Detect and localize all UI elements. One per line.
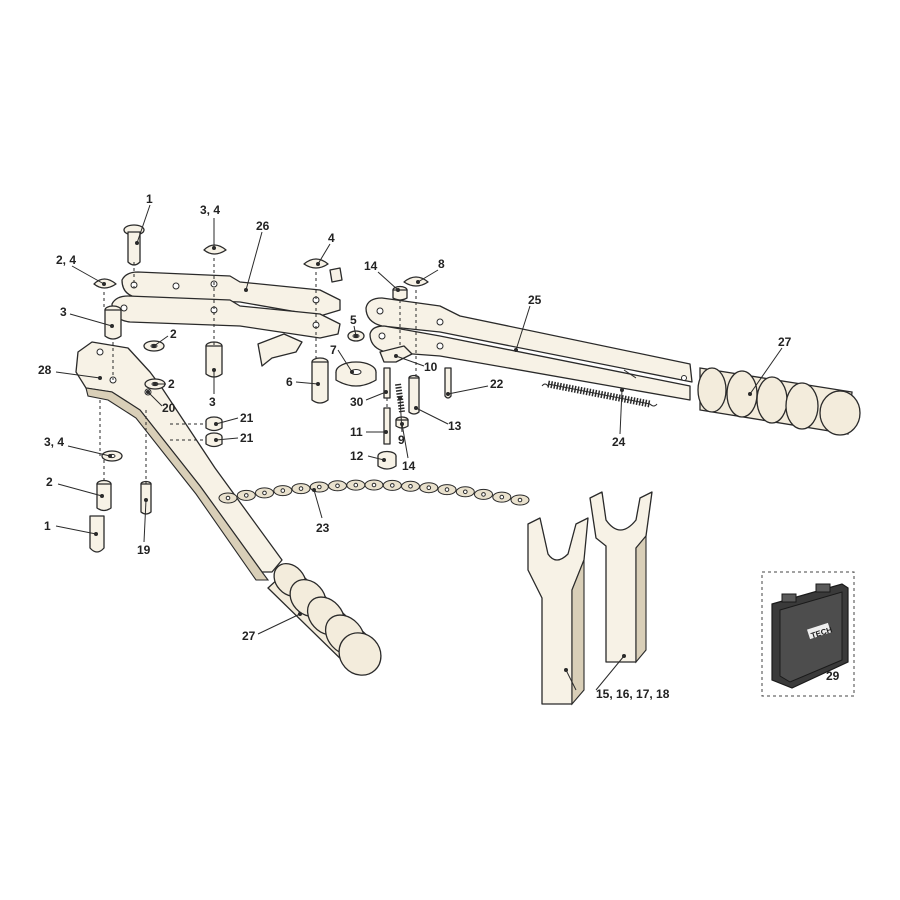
label-3-4-top: 3, 4 — [200, 203, 220, 217]
label-21-b: 21 — [240, 431, 254, 445]
chain-link-pin — [298, 486, 304, 491]
chain-link-pin — [463, 489, 468, 495]
pin-13 — [408, 374, 420, 415]
label-26: 26 — [256, 219, 270, 233]
label-9: 9 — [398, 433, 405, 447]
label-2-4-left: 2, 4 — [56, 253, 76, 267]
label-10: 10 — [424, 360, 438, 374]
label-30: 30 — [350, 395, 364, 409]
label-3-left: 3 — [60, 305, 67, 319]
label-21-a: 21 — [240, 411, 254, 425]
label-29: 29 — [826, 669, 840, 683]
callout-labels: 1 3, 4 26 4 14 8 2, 4 3 2 28 2 20 3 6 5 … — [38, 192, 840, 701]
label-22: 22 — [490, 377, 504, 391]
label-14-top: 14 — [364, 259, 378, 273]
pin-6 — [311, 357, 329, 404]
label-24: 24 — [612, 435, 626, 449]
label-3-4-left: 3, 4 — [44, 435, 64, 449]
chain-link-pin — [262, 490, 267, 496]
label-1-left: 1 — [44, 519, 51, 533]
label-7: 7 — [330, 343, 337, 357]
nut-12 — [377, 450, 397, 470]
chain-link-pin — [353, 482, 359, 488]
pin-22 — [444, 367, 452, 399]
label-2-b: 2 — [168, 377, 175, 391]
label-2-a: 2 — [170, 327, 177, 341]
nut-21-a — [205, 416, 223, 432]
pin-11 — [383, 407, 391, 445]
spring-24 — [541, 380, 658, 408]
chain-link-pin — [426, 485, 432, 491]
chain-link-pin — [408, 484, 413, 489]
chain-23 — [218, 479, 530, 506]
label-14-bottom: 14 — [402, 459, 416, 473]
chain-link-pin — [390, 483, 395, 488]
bushing-14-top — [392, 285, 408, 301]
leaders — [55, 204, 783, 691]
label-11: 11 — [350, 425, 363, 439]
label-20: 20 — [162, 401, 176, 415]
chain-link-pin — [225, 495, 231, 501]
bushing-3-left — [104, 305, 122, 340]
chain-link-pin — [517, 497, 523, 503]
gear-7 — [335, 361, 377, 387]
label-3-mid: 3 — [209, 395, 216, 409]
chain-link-pin — [371, 482, 377, 488]
label-27-left: 27 — [242, 629, 256, 643]
label-15-18: 15, 16, 17, 18 — [596, 687, 670, 701]
label-12: 12 — [350, 449, 364, 463]
label-6: 6 — [286, 375, 293, 389]
upper-plate-26 — [111, 271, 341, 339]
label-8: 8 — [438, 257, 445, 271]
pin-1-top — [123, 224, 145, 266]
lower-handle-28 — [75, 341, 283, 581]
carrying-case-29: TECH — [771, 583, 849, 689]
grip-27-left — [267, 563, 382, 676]
label-5: 5 — [350, 313, 357, 327]
chain-link-pin — [444, 487, 450, 492]
label-25: 25 — [528, 293, 542, 307]
label-23: 23 — [316, 521, 330, 535]
jaw-right — [589, 491, 653, 664]
bushing-2-left — [96, 479, 112, 512]
label-19: 19 — [137, 543, 151, 557]
label-28: 28 — [38, 363, 52, 377]
pawl-block — [257, 333, 303, 367]
washer-4 — [303, 258, 329, 269]
chain-link-pin — [280, 488, 286, 493]
chain-link-pin — [244, 493, 249, 498]
grip-27-right — [697, 367, 861, 436]
label-1-top: 1 — [146, 192, 153, 206]
screw-4 — [329, 267, 343, 283]
chain-link-pin — [481, 492, 486, 497]
label-2-left: 2 — [46, 475, 53, 489]
chain-link-pin — [499, 494, 505, 500]
label-27-right: 27 — [778, 335, 792, 349]
jaw-left — [527, 517, 589, 706]
chain-link-pin — [335, 483, 340, 489]
chain-link-pin — [317, 484, 322, 490]
label-4: 4 — [328, 231, 335, 245]
upper-handle-25 — [365, 297, 693, 401]
label-13: 13 — [448, 419, 462, 433]
